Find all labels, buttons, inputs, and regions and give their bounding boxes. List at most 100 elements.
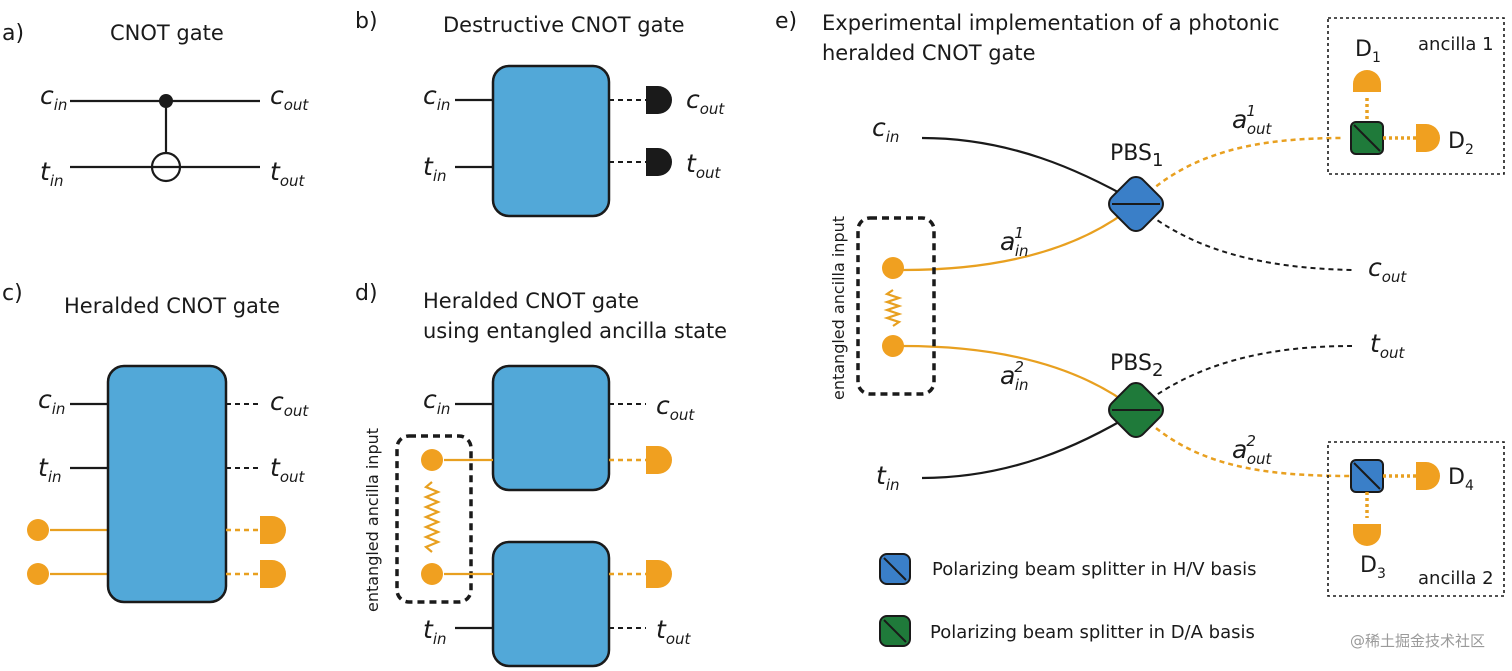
herald-detector	[260, 516, 286, 544]
t-out-line	[1135, 345, 1353, 411]
ancilla-frame	[395, 434, 473, 604]
a-out1-line	[1135, 136, 1345, 205]
panel-c-title: Heralded CNOT gate	[64, 294, 280, 318]
label-c-in: cin	[423, 81, 450, 114]
ancilla-photon	[27, 519, 49, 541]
panel-b-title: Destructive CNOT gate	[443, 13, 685, 37]
t-in-line	[921, 411, 1137, 480]
control-dot	[159, 94, 173, 108]
pbs1	[1108, 176, 1164, 232]
svg-text:tout: tout	[270, 157, 305, 190]
svg-text:tout: tout	[270, 453, 305, 486]
ancilla-photon	[882, 335, 904, 357]
label-c-in: cin	[872, 113, 899, 146]
label-c-out: cout	[270, 81, 309, 114]
label-t-in: tin	[423, 615, 447, 648]
svg-text:D4: D4	[1448, 465, 1474, 494]
ancilla-photon	[421, 449, 443, 471]
panel-a: a) CNOT gate cin tin cout tout	[2, 21, 309, 190]
svg-text:cout: cout	[270, 387, 309, 420]
label-d1: D1	[1355, 37, 1381, 66]
legend-da: Polarizing beam splitter in D/A basis	[879, 615, 1255, 647]
c-out-line	[1135, 203, 1353, 271]
svg-text:cout: cout	[1368, 253, 1407, 286]
panel-e: e) Experimental implementation of a phot…	[775, 9, 1505, 647]
label-t-in: tin	[38, 453, 62, 486]
svg-text:cout: cout	[686, 85, 725, 118]
svg-text:tout: tout	[686, 149, 721, 182]
panel-c: c) Heralded CNOT gate cin tin cout tout	[2, 281, 309, 604]
a-out2-line	[1135, 409, 1353, 478]
ancilla1-label: ancilla 1	[1418, 34, 1494, 55]
detector-c	[646, 86, 672, 114]
label-c-out: cout	[656, 391, 695, 424]
label-t-out: tout	[656, 615, 691, 648]
svg-text:tin: tin	[423, 615, 447, 648]
label-d3: D3	[1360, 553, 1386, 582]
panel-d-title-line2: using entangled ancilla state	[423, 319, 727, 343]
ancilla1-box	[1327, 17, 1505, 175]
ancilla2-box	[1327, 441, 1505, 597]
panel-b: b) Destructive CNOT gate cin tin cout to…	[355, 9, 725, 218]
label-t-out: tout	[1370, 329, 1405, 362]
entanglement-spring	[423, 481, 441, 553]
label-t-in: tin	[423, 152, 447, 185]
legend-da-text: Polarizing beam splitter in D/A basis	[930, 622, 1255, 643]
detector-d1	[1353, 70, 1381, 92]
panel-d: d) Heralded CNOT gate using entangled an…	[355, 281, 727, 668]
label-t-out: tout	[686, 149, 721, 182]
svg-text:cin: cin	[423, 81, 450, 114]
svg-text:tout: tout	[1370, 329, 1405, 362]
svg-text:cin: cin	[40, 81, 67, 114]
legend-hv: Polarizing beam splitter in H/V basis	[879, 553, 1257, 585]
svg-text:cout: cout	[656, 391, 695, 424]
panel-d-title-line1: Heralded CNOT gate	[423, 289, 639, 313]
c-in-line	[921, 136, 1137, 203]
gate-box	[491, 64, 611, 218]
svg-text:D1: D1	[1355, 37, 1381, 66]
svg-text:PBS1: PBS1	[1110, 141, 1163, 171]
pbs1-label: PBS1	[1110, 141, 1163, 171]
watermark: @稀土掘金技术社区	[1350, 632, 1485, 650]
gate-box-lower	[491, 540, 611, 668]
detector-d3	[1353, 524, 1381, 546]
panel-a-letter: a)	[2, 21, 24, 46]
svg-text:D2: D2	[1448, 129, 1474, 158]
svg-text:PBS2: PBS2	[1110, 351, 1163, 381]
ancilla-photon	[27, 563, 49, 585]
svg-text:tin: tin	[40, 157, 64, 190]
ancilla-label: entangled ancilla input	[363, 428, 382, 612]
svg-text:cin: cin	[38, 385, 65, 418]
label-d2: D2	[1448, 129, 1474, 158]
ancilla2-bs	[1350, 459, 1384, 493]
svg-text:D3: D3	[1360, 553, 1386, 582]
label-t-out: tout	[270, 157, 305, 190]
label-t-in: tin	[876, 461, 900, 494]
label-d4: D4	[1448, 465, 1474, 494]
panel-e-title-line1: Experimental implementation of a photoni…	[822, 11, 1280, 35]
label-c-in: cin	[40, 81, 67, 114]
label-c-out: cout	[686, 85, 725, 118]
svg-text:cout: cout	[270, 81, 309, 114]
svg-text:tout: tout	[656, 615, 691, 648]
a-in2-line	[902, 344, 1137, 411]
detector-d2	[1416, 124, 1440, 152]
pbs2-label: PBS2	[1110, 351, 1163, 381]
ancilla2-label: ancilla 2	[1418, 568, 1494, 589]
panel-e-letter: e)	[775, 9, 797, 34]
detector-d4	[1416, 462, 1440, 490]
ancilla-label: entangled ancilla input	[829, 216, 848, 400]
herald-detector	[260, 560, 286, 588]
label-c-out: cout	[270, 387, 309, 420]
ancilla-photon	[882, 257, 904, 279]
label-c-in: cin	[423, 385, 450, 418]
label-t-in: tin	[40, 157, 64, 190]
ancilla-photon	[421, 563, 443, 585]
